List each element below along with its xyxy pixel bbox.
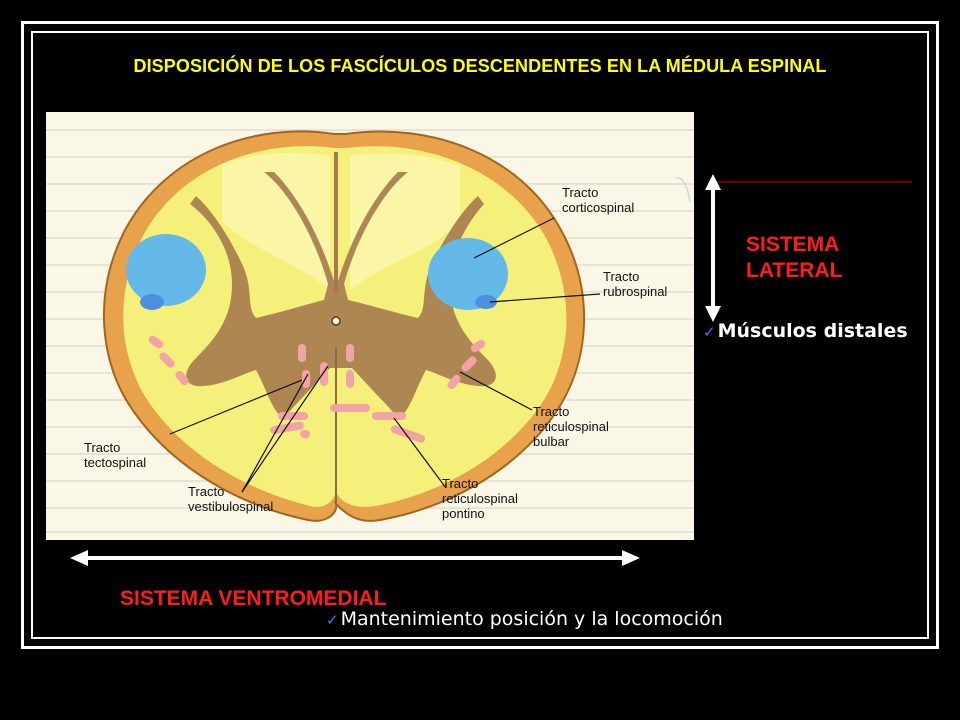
label-line: reticulospinal [442, 491, 518, 506]
label-line: Tracto [562, 185, 599, 200]
check-icon: ✓ [703, 323, 716, 341]
label-line: rubrospinal [603, 284, 668, 299]
label-line: vestibulospinal [188, 499, 274, 514]
label-tectospinal: Tracto tectospinal [84, 440, 146, 470]
label-line: Tracto [442, 476, 479, 491]
spinal-cord-diagram [46, 129, 694, 533]
label-line: reticulospinal [533, 419, 609, 434]
label-line: corticospinal [562, 200, 635, 215]
label-line: Tracto [533, 404, 570, 419]
corticospinal-tract-left [126, 234, 206, 306]
lateral-label-line1: SISTEMA [746, 233, 840, 256]
label-corticospinal: Tracto corticospinal [562, 185, 634, 215]
lateral-system-label: SISTEMA LATERAL [746, 232, 842, 284]
ventromedial-note: ✓Mantenimiento posición y la locomoción [326, 608, 723, 630]
outer-frame [21, 21, 939, 649]
label-line: Tracto [84, 440, 121, 455]
grey-matter [186, 172, 496, 418]
check-icon: ✓ [326, 611, 339, 629]
dorsal-columns [222, 152, 330, 290]
slide-title: DISPOSICIÓN DE LOS FASCÍCULOS DESCENDENT… [133, 56, 827, 76]
lateral-note: ✓Músculos distales [703, 320, 908, 342]
label-rubrospinal: Tracto rubrospinal [603, 269, 667, 299]
spinal-cord-figure: Tracto corticospinal Tracto rubrospinal … [46, 112, 694, 540]
lateral-note-text: Músculos distales [717, 320, 908, 342]
label-vestibulospinal: Tracto vestibulospinal [188, 484, 273, 514]
label-line: bulbar [533, 434, 570, 449]
corticospinal-tract-right [428, 238, 508, 310]
leader-lines [169, 217, 601, 493]
central-canal [331, 316, 341, 326]
ventromedial-system-label: SISTEMA VENTROMEDIAL [120, 587, 387, 610]
label-line: Tracto [188, 484, 225, 499]
inner-frame [31, 31, 929, 639]
lateral-label-line2: LATERAL [746, 259, 843, 282]
label-line: tectospinal [84, 455, 147, 470]
ventromedial-note-text: Mantenimiento posición y la locomoción [340, 608, 723, 630]
label-line: Tracto [603, 269, 640, 284]
rubrospinal-tract-right [475, 295, 497, 309]
label-reticulospinal-pontino: Tracto reticulospinal pontino [442, 476, 518, 521]
label-reticulospinal-bulbar: Tracto reticulospinal bulbar [533, 404, 609, 449]
rubrospinal-tract-left [140, 294, 164, 310]
ventral-tracts-pink [148, 335, 486, 443]
label-line: pontino [442, 506, 485, 521]
